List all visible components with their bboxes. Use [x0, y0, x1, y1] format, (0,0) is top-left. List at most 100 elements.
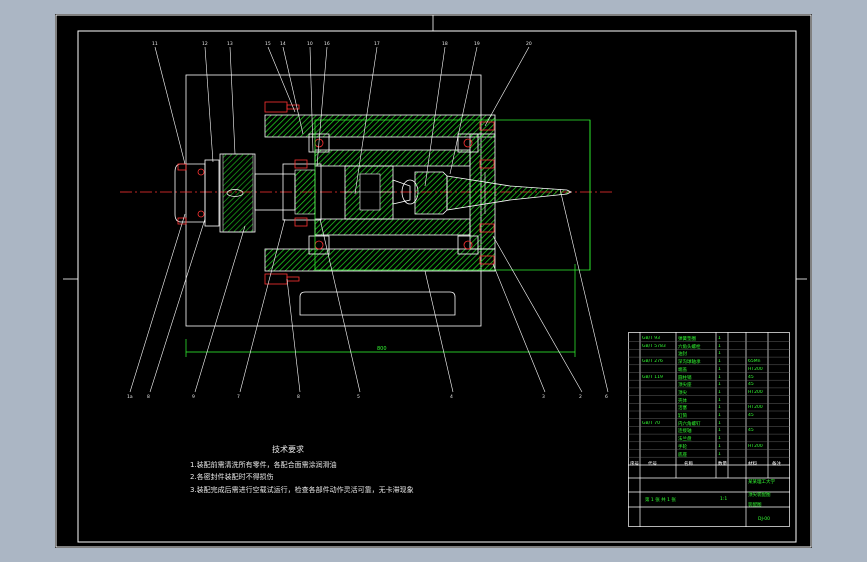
leader-line: [319, 218, 361, 393]
bom-cell-name: 六角头螺栓: [678, 344, 701, 350]
callout-label: 16: [324, 41, 330, 47]
callout-label: 12: [202, 41, 208, 47]
bom-cell-qty: 1: [718, 389, 721, 395]
title-subtitle: 装配图: [748, 503, 762, 508]
callout-label: 18: [442, 41, 448, 47]
leader-line: [149, 218, 206, 393]
leader-line: [424, 270, 454, 393]
callout-label: 6: [605, 394, 608, 400]
leader-line: [492, 263, 546, 393]
bom-cell-name: 活塞: [678, 406, 687, 412]
leader-line: [484, 46, 530, 127]
title-drawing-no: DJ-00: [758, 517, 770, 522]
bom-cell-qty: 1: [718, 413, 721, 418]
bom-cell-qty: 1: [718, 343, 721, 349]
bom-cell-name: 弹簧垫圈: [678, 337, 696, 342]
bom-cell-material: HT200: [748, 389, 763, 395]
bom-cell-qty: 1: [718, 443, 721, 449]
title-sheet: 第 1 张 共 1 张: [645, 498, 676, 503]
callout-label: 8: [297, 394, 300, 400]
callout-label: 8: [147, 394, 150, 400]
bom-header: 序号代号名称数量材料备注: [628, 461, 789, 468]
bom-row: 端盖 1 HT200: [628, 367, 789, 374]
bom-header-name: 名称: [684, 462, 693, 468]
bom-cell-name: 连接轴: [678, 429, 692, 435]
technical-note-3: 3.装配完成后需进行空载试运行，检查各部件动作灵活可靠，无卡滞现象: [190, 485, 414, 494]
bom-cell-material: HT200: [748, 443, 763, 449]
leader-line: [424, 46, 446, 187]
callout-label: 19: [474, 41, 480, 47]
leader-line: [449, 46, 478, 175]
title-scale: 1:1: [720, 497, 728, 502]
bom-cell-material: HT200: [748, 405, 763, 411]
callout-label: 7: [237, 394, 240, 400]
bom-cell-material: 45: [748, 428, 754, 434]
bom-cell-name: 缸筒: [678, 414, 687, 419]
bom-cell-qty: 1: [718, 366, 721, 372]
bom-cell-name: 内六角螺钉: [678, 421, 701, 427]
bom-cell-material: 65Mn: [748, 359, 761, 365]
callout-label: 10: [307, 41, 313, 47]
callout-label: 15: [265, 41, 271, 47]
callout-label: 17: [374, 41, 380, 47]
bom-cell-name: 壳体: [678, 398, 687, 404]
bom-row: GB/T 276 深沟球轴承 1 65Mn: [628, 359, 789, 366]
bom-cell-qty: 1: [718, 436, 721, 442]
bom-header-note: 备注: [772, 462, 781, 468]
bom-cell-qty: 1: [718, 428, 721, 434]
bom-cell-qty: 1: [718, 359, 721, 365]
bom-cell-code: GB/T 276: [642, 359, 663, 365]
outer-frame: [55, 14, 812, 548]
callout-label: 3: [542, 394, 545, 400]
bom-cell-qty: 1: [718, 374, 721, 380]
bom-header-qty: 数量: [718, 462, 727, 468]
bom-cell-qty: 1: [718, 397, 721, 403]
callout-label: 20: [526, 41, 532, 47]
bom-cell-code: GB/T 70: [642, 420, 660, 426]
callout-label: 11: [152, 41, 158, 47]
title-block-frame: [628, 332, 790, 527]
bom-row: 法兰盘 1: [628, 436, 789, 443]
bom-cell-code: GB/T 5783: [642, 343, 666, 349]
inner-frame: [77, 30, 797, 543]
bom-cell-material: 45: [748, 382, 754, 388]
bolts: [177, 101, 495, 285]
bom-cell-qty: 1: [718, 351, 721, 357]
bom-cell-name: 底座: [678, 452, 687, 458]
callout-label: 4: [450, 394, 453, 400]
bom-cell-name: 圆柱销: [678, 375, 692, 381]
leader-line: [154, 46, 186, 165]
hand-wheel: [174, 159, 220, 227]
bom-cell-name: 顶尖: [678, 390, 687, 396]
bom-cell-material: HT200: [748, 366, 763, 372]
bom-cell-name: 手轮: [678, 444, 687, 450]
end-flange: [219, 153, 322, 233]
dimension-label: 800: [377, 346, 387, 352]
leader-line: [194, 225, 246, 393]
bom-row: 壳体 1: [628, 398, 789, 405]
leader-line: [282, 46, 304, 135]
piston: [344, 165, 395, 220]
technical-note-1: 1.装配前需清洗所有零件，各配合面需涂润滑油: [190, 460, 337, 469]
bom-header-material: 材料: [748, 462, 757, 468]
bom-cell-name: 法兰盘: [678, 437, 692, 443]
bom-cell-name: 油封: [678, 352, 687, 358]
leader-line: [267, 46, 296, 113]
callout-label: 1a: [127, 394, 133, 400]
leader-line: [229, 46, 236, 155]
leader-line: [204, 46, 214, 163]
bom-cell-name: 深沟球轴承: [678, 360, 701, 366]
bom-cell-qty: 1: [718, 382, 721, 388]
title-drawing: 顶尖装配图: [748, 493, 771, 498]
bom-cell-name: 端盖: [678, 367, 687, 373]
leader-line: [492, 235, 583, 393]
leader-line: [354, 46, 378, 195]
bom-header-code: 代号: [648, 462, 657, 468]
bom-row: 连接轴 1 45: [628, 428, 789, 435]
technical-notes: 技术要求 1.装配前需清洗所有零件，各配合面需涂润滑油 2.各密封件装配时不得损…: [190, 444, 414, 496]
bom-cell-qty: 1: [718, 405, 721, 411]
